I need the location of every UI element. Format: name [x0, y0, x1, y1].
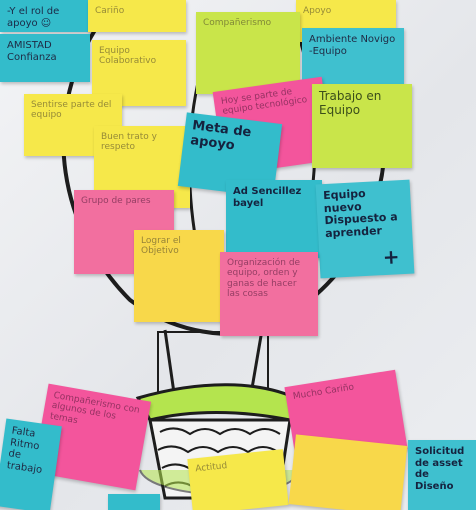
sticky-note: Actitud [187, 449, 289, 510]
sticky-note: Trabajo en Equipo [312, 84, 412, 168]
sticky-note: -Y el rol de apoyo ☺ [0, 0, 92, 32]
plus-symbol: + [382, 244, 401, 270]
sticky-note [288, 434, 408, 510]
note-text: Equipo nuevo Dispuesto a aprender [322, 186, 398, 241]
sticky-note [108, 494, 160, 510]
sticky-note: Ad Sencillez bayel [226, 180, 322, 258]
sticky-note: Compañerismo [196, 12, 300, 94]
sticky-note: Cariño [88, 0, 186, 32]
sticky-note: Organización de equipo, orden y ganas de… [220, 252, 318, 336]
sticky-note: Equipo nuevo Dispuesto a aprender + [315, 179, 415, 279]
sticky-note: Lograr el Objetivo [134, 230, 224, 322]
basket-rim [135, 383, 303, 422]
sticky-note: Ambiente Novigo -Equipo [302, 28, 404, 84]
basket-weave [157, 427, 281, 490]
sticky-note: AMISTAD Confianza [0, 34, 90, 82]
sticky-note: Solicitud de asset de Diseño [408, 440, 476, 510]
